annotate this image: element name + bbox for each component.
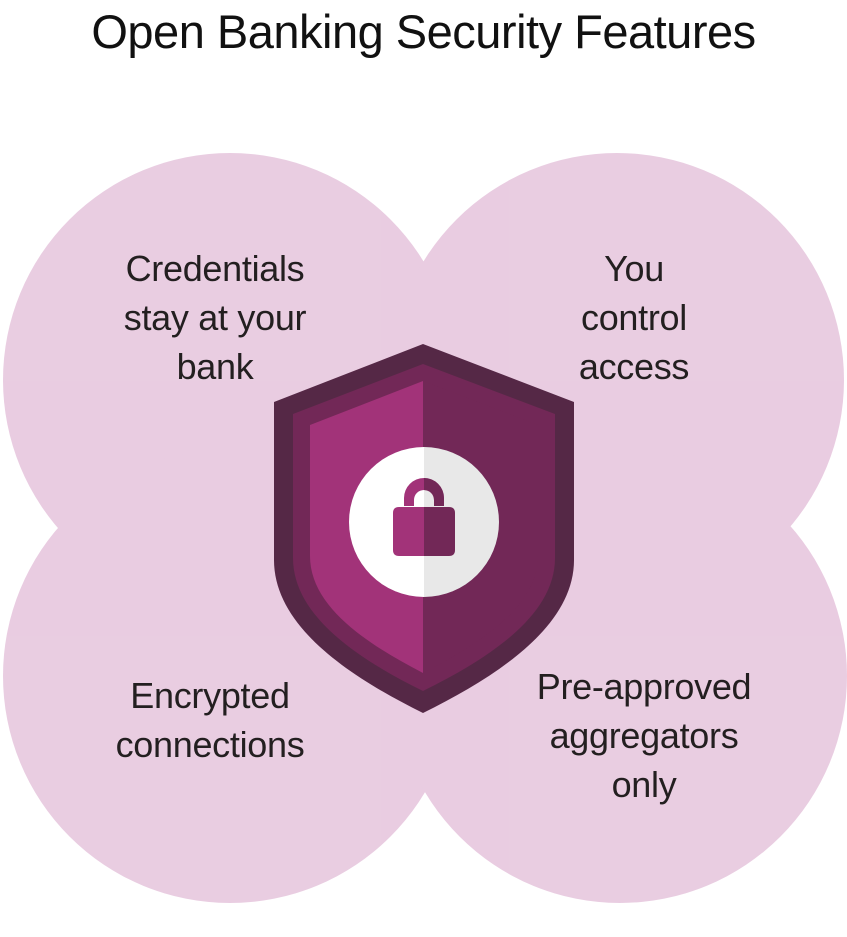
label-line: control	[581, 297, 687, 338]
feature-label-pre-approved: Pre-approved aggregators only	[494, 662, 794, 809]
feature-label-control-access: You control access	[504, 244, 764, 391]
label-line: Credentials	[125, 248, 305, 289]
label-line: Encrypted	[130, 675, 290, 716]
label-line: You	[604, 248, 664, 289]
page-title: Open Banking Security Features	[91, 5, 756, 58]
label-line: bank	[176, 346, 254, 387]
label-line: connections	[115, 724, 305, 765]
shield-lock-icon	[274, 344, 574, 713]
label-line: aggregators	[549, 715, 739, 756]
label-line: access	[578, 346, 690, 387]
label-line: stay at your	[123, 297, 307, 338]
label-line: Pre-approved	[536, 666, 752, 707]
feature-label-encrypted: Encrypted connections	[70, 671, 350, 769]
label-line: only	[611, 764, 677, 805]
feature-label-credentials: Credentials stay at your bank	[80, 244, 350, 391]
